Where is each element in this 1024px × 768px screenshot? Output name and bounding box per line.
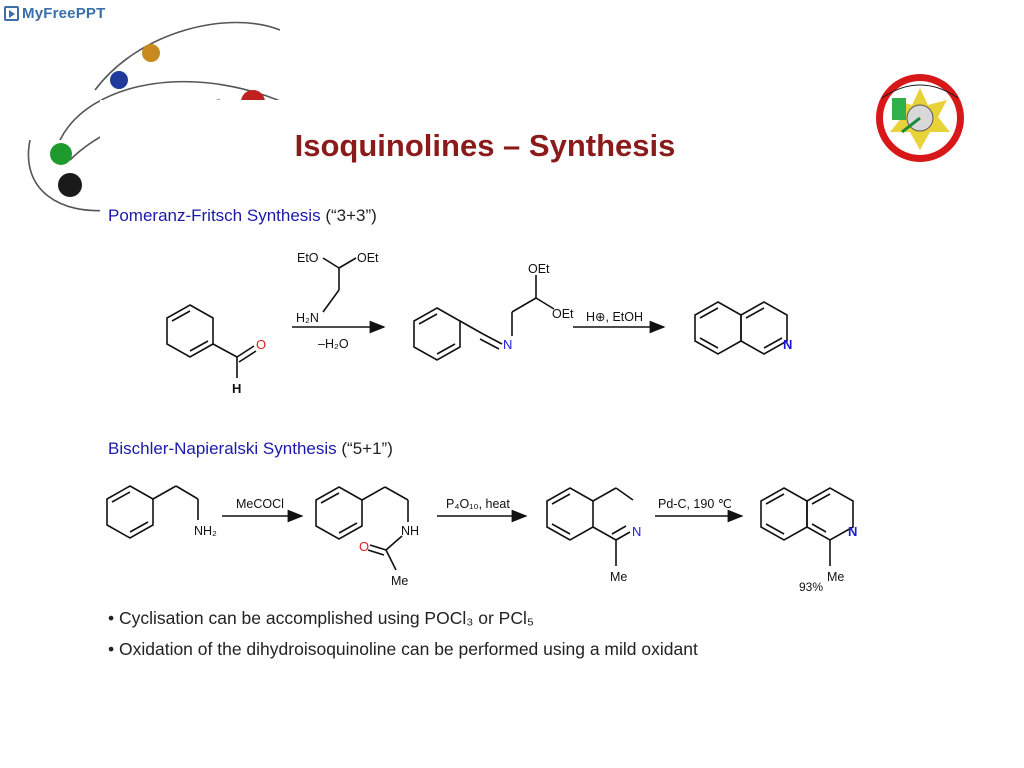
aldehyde-h-label: H bbox=[232, 381, 241, 396]
benzaldehyde-structure bbox=[166, 304, 257, 378]
bischler-napieralski-heading: Bischler-Napieralski Synthesis (“5+1”) bbox=[108, 439, 393, 459]
reagent-amine-label: H₂N bbox=[296, 311, 319, 325]
isoquinoline-me-label: Me bbox=[827, 570, 844, 584]
molecule-decoration bbox=[27, 21, 320, 240]
isoquinoline-n-label-2: N bbox=[848, 524, 857, 539]
dihydroisoquinoline-structure bbox=[546, 487, 634, 566]
play-icon bbox=[4, 5, 19, 21]
bullet-item: • Cyclisation can be accomplished using … bbox=[108, 608, 534, 628]
imine-intermediate bbox=[413, 275, 555, 361]
phenethylamine-structure bbox=[106, 485, 199, 539]
acid-conditions-label: H⊕, EtOH bbox=[586, 310, 643, 324]
byproduct-label: –H₂O bbox=[318, 337, 349, 351]
dihydro-n-label: N bbox=[632, 524, 641, 539]
section1-ratio: (“3+3”) bbox=[325, 206, 377, 225]
orange-atom bbox=[142, 44, 160, 62]
slide-title: Isoquinolines – Synthesis bbox=[294, 128, 676, 163]
brand-name: MyFreePPT bbox=[22, 4, 106, 22]
reagent-p4o10-label: P₄O₁₀, heat bbox=[446, 497, 510, 511]
acetamide-structure bbox=[315, 486, 409, 571]
amide-o-label: O bbox=[359, 539, 369, 554]
reagent-pdc-label: Pd-C, 190 ℃ bbox=[658, 497, 732, 511]
imine-oet-top-label: OEt bbox=[528, 262, 550, 276]
amide-me-label: Me bbox=[391, 574, 408, 588]
amide-nh-label: NH bbox=[401, 524, 419, 538]
blue-atom bbox=[110, 71, 128, 89]
bullet-list: • Cyclisation can be accomplished using … bbox=[108, 608, 698, 670]
section2-name: Bischler-Napieralski Synthesis bbox=[108, 439, 337, 458]
reagent-eto-label: EtO bbox=[297, 251, 319, 265]
dihydro-me-label: Me bbox=[610, 570, 627, 584]
section2-ratio: (“5+1”) bbox=[341, 439, 393, 458]
imine-n-label: N bbox=[503, 337, 512, 352]
black-atom bbox=[58, 173, 82, 197]
isoquinoline-n-label-1: N bbox=[783, 337, 792, 352]
pomeranz-fritsch-heading: Pomeranz-Fritsch Synthesis (“3+3”) bbox=[108, 206, 377, 226]
isoquinoline-product-2 bbox=[760, 487, 854, 566]
section1-name: Pomeranz-Fritsch Synthesis bbox=[108, 206, 321, 225]
aldehyde-o-label: O bbox=[256, 337, 266, 352]
isoquinoline-product-1 bbox=[694, 301, 788, 355]
university-logo bbox=[876, 74, 964, 162]
amine-nh2-label: NH₂ bbox=[194, 524, 217, 538]
imine-oet-right-label: OEt bbox=[552, 307, 574, 321]
brand-logo: MyFreePPT bbox=[4, 2, 106, 24]
reagent-mecocl-label: MeCOCl bbox=[236, 497, 284, 511]
green-atom bbox=[50, 143, 72, 165]
yield-label: 93% bbox=[799, 580, 823, 594]
bullet-item: • Oxidation of the dihydroisoquinoline c… bbox=[108, 639, 698, 659]
aminoacetal-reagent bbox=[322, 257, 357, 313]
reagent-oet-label: OEt bbox=[357, 251, 379, 265]
